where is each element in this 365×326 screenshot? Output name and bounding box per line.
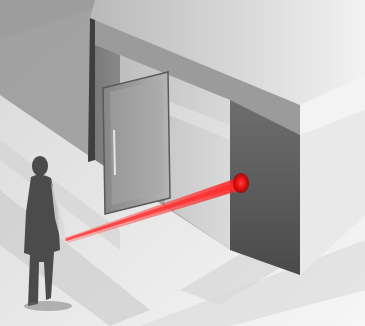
person-shadow: [24, 301, 72, 311]
glass-door-pane: [110, 80, 164, 205]
door-handle: [114, 130, 115, 175]
sensor-emitter-icon: [233, 173, 249, 193]
